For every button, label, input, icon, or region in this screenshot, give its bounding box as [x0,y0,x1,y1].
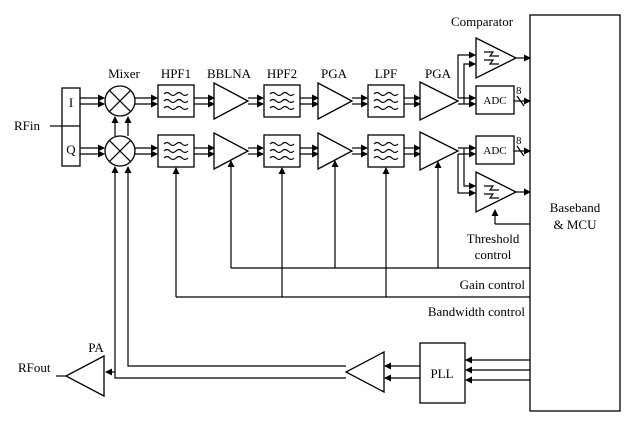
lpf-q [367,134,405,168]
mcu-label: & MCU [554,217,598,232]
pga2-q [419,130,460,172]
comparator-label: Comparator [451,14,514,29]
hpf1-label: HPF1 [161,66,191,81]
adc-q-bits: 8 [516,135,522,147]
pga2-i [419,80,460,122]
threshold-label: Threshold [467,231,520,246]
q-label: Q [66,142,76,157]
q-chain [80,130,476,172]
i-label: I [69,95,73,110]
mixer-i [104,85,136,117]
adc-i-block [475,85,515,115]
bandwidth-control-label: Bandwidth control [428,304,526,319]
i-chain [80,80,476,122]
adc-q-label: ADC [483,145,506,157]
baseband-label: Baseband [550,200,601,215]
baseband-mcu-block [529,14,621,412]
pa-label: PA [88,340,104,355]
lpf-i [367,84,405,118]
mixer-q [104,135,136,167]
gain-control-label: Gain control [460,277,526,292]
comparator-top [475,36,518,80]
hpf2-q [263,134,301,168]
bblna-i [213,81,250,121]
pga1-label: PGA [321,66,348,81]
iq-splitter-block [61,87,81,167]
pga2-label: PGA [425,66,452,81]
hpf1-q [157,134,195,168]
pll-label: PLL [430,366,453,381]
hpf1-i [157,84,195,118]
threshold-control-label: control [475,247,512,262]
pa-amp [64,354,105,398]
comparator-bottom [475,170,518,214]
hpf2-i [263,84,301,118]
adc-i-bits: 8 [516,85,522,97]
rfin-label: RFin [14,118,41,133]
mixer-label: Mixer [108,66,140,81]
lo-buffer-amp [344,350,385,394]
adc-q-block [475,135,515,165]
bblna-label: BBLNA [207,66,252,81]
adc-i-label: ADC [483,95,506,107]
lpf-label: LPF [375,66,397,81]
rfout-label: RFout [18,360,51,375]
hpf2-label: HPF2 [267,66,297,81]
pga1-i [317,81,354,121]
